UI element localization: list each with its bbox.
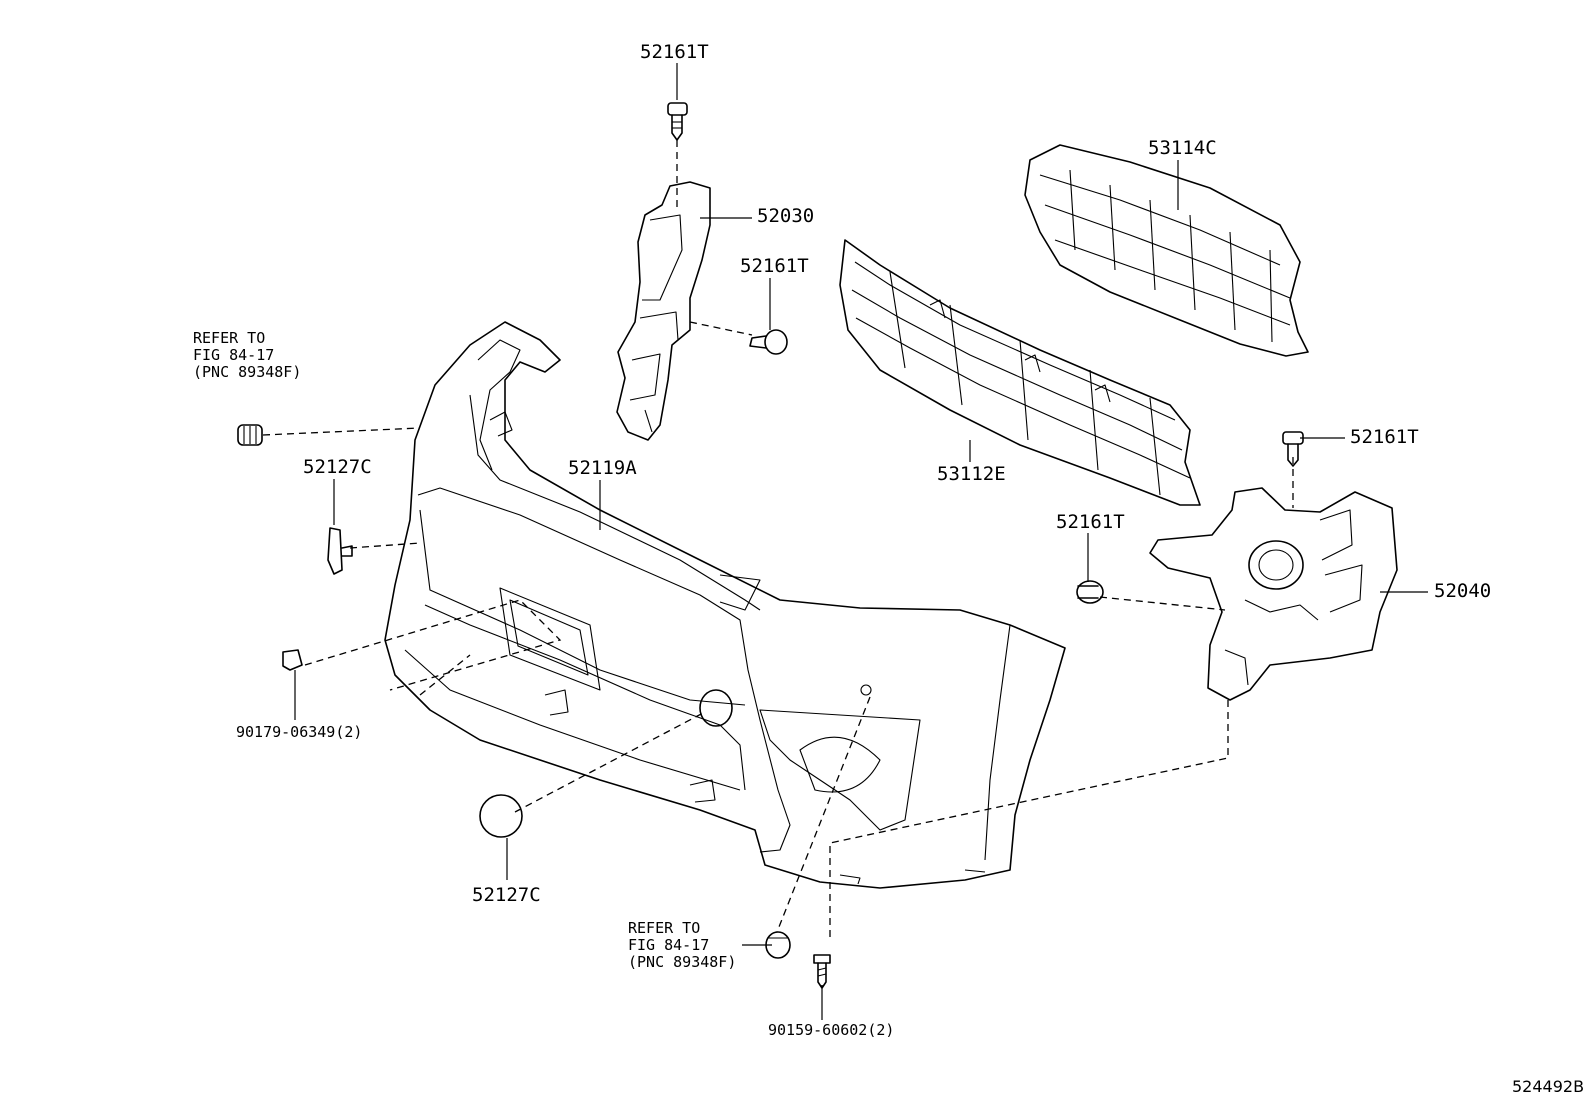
grille-53112E[interactable] bbox=[839, 239, 1201, 506]
label-52161T-right[interactable]: 52161T bbox=[1350, 426, 1419, 448]
label-refer-bottom-line3: (PNC 89348F) bbox=[628, 953, 736, 971]
label-52127C-left[interactable]: 52127C bbox=[303, 456, 372, 478]
bumper-cover-52119A[interactable] bbox=[384, 321, 1066, 889]
grommet-89348F-bottom[interactable] bbox=[765, 931, 791, 959]
label-refer-left-line3: (PNC 89348F) bbox=[193, 363, 301, 381]
label-52161T-top[interactable]: 52161T bbox=[640, 41, 709, 63]
nut-90179-06349[interactable] bbox=[282, 649, 303, 671]
bracket-52030[interactable] bbox=[616, 181, 711, 441]
leader-lines bbox=[294, 63, 1428, 1020]
label-90179-06349[interactable]: 90179-06349(2) bbox=[236, 723, 362, 741]
label-refer-bottom-line2: FIG 84-17 bbox=[628, 936, 709, 954]
label-53112E[interactable]: 53112E bbox=[937, 463, 1006, 485]
cover-52127C-left[interactable] bbox=[327, 527, 353, 575]
label-52161T-lower[interactable]: 52161T bbox=[1056, 511, 1125, 533]
bracket-52040[interactable] bbox=[1149, 487, 1398, 701]
clip-52161T-top[interactable] bbox=[667, 102, 688, 141]
label-refer-bottom-line1: REFER TO bbox=[628, 919, 700, 937]
label-52040[interactable]: 52040 bbox=[1434, 580, 1491, 602]
label-52030[interactable]: 52030 bbox=[757, 205, 814, 227]
label-90159-60602[interactable]: 90159-60602(2) bbox=[768, 1021, 894, 1039]
assembly-dashed-lines bbox=[262, 140, 1294, 938]
label-53114C[interactable]: 53114C bbox=[1148, 137, 1217, 159]
label-refer-left-line1: REFER TO bbox=[193, 329, 265, 347]
label-52161T-mid[interactable]: 52161T bbox=[740, 255, 809, 277]
clip-52161T-right[interactable] bbox=[1282, 431, 1304, 467]
clip-52161T-lower[interactable] bbox=[1076, 580, 1104, 604]
label-refer-left-line2: FIG 84-17 bbox=[193, 346, 274, 364]
clip-52161T-mid[interactable] bbox=[749, 329, 788, 355]
label-52119A[interactable]: 52119A bbox=[568, 457, 637, 479]
cap-52127C-bottom[interactable] bbox=[479, 794, 523, 838]
grommet-89348F-left[interactable] bbox=[237, 424, 263, 446]
screw-90159-60602[interactable] bbox=[813, 954, 831, 989]
absorber-53114C[interactable] bbox=[1024, 144, 1309, 357]
diagram-id: 524492B bbox=[1512, 1077, 1584, 1096]
label-52127C-bottom[interactable]: 52127C bbox=[472, 884, 541, 906]
